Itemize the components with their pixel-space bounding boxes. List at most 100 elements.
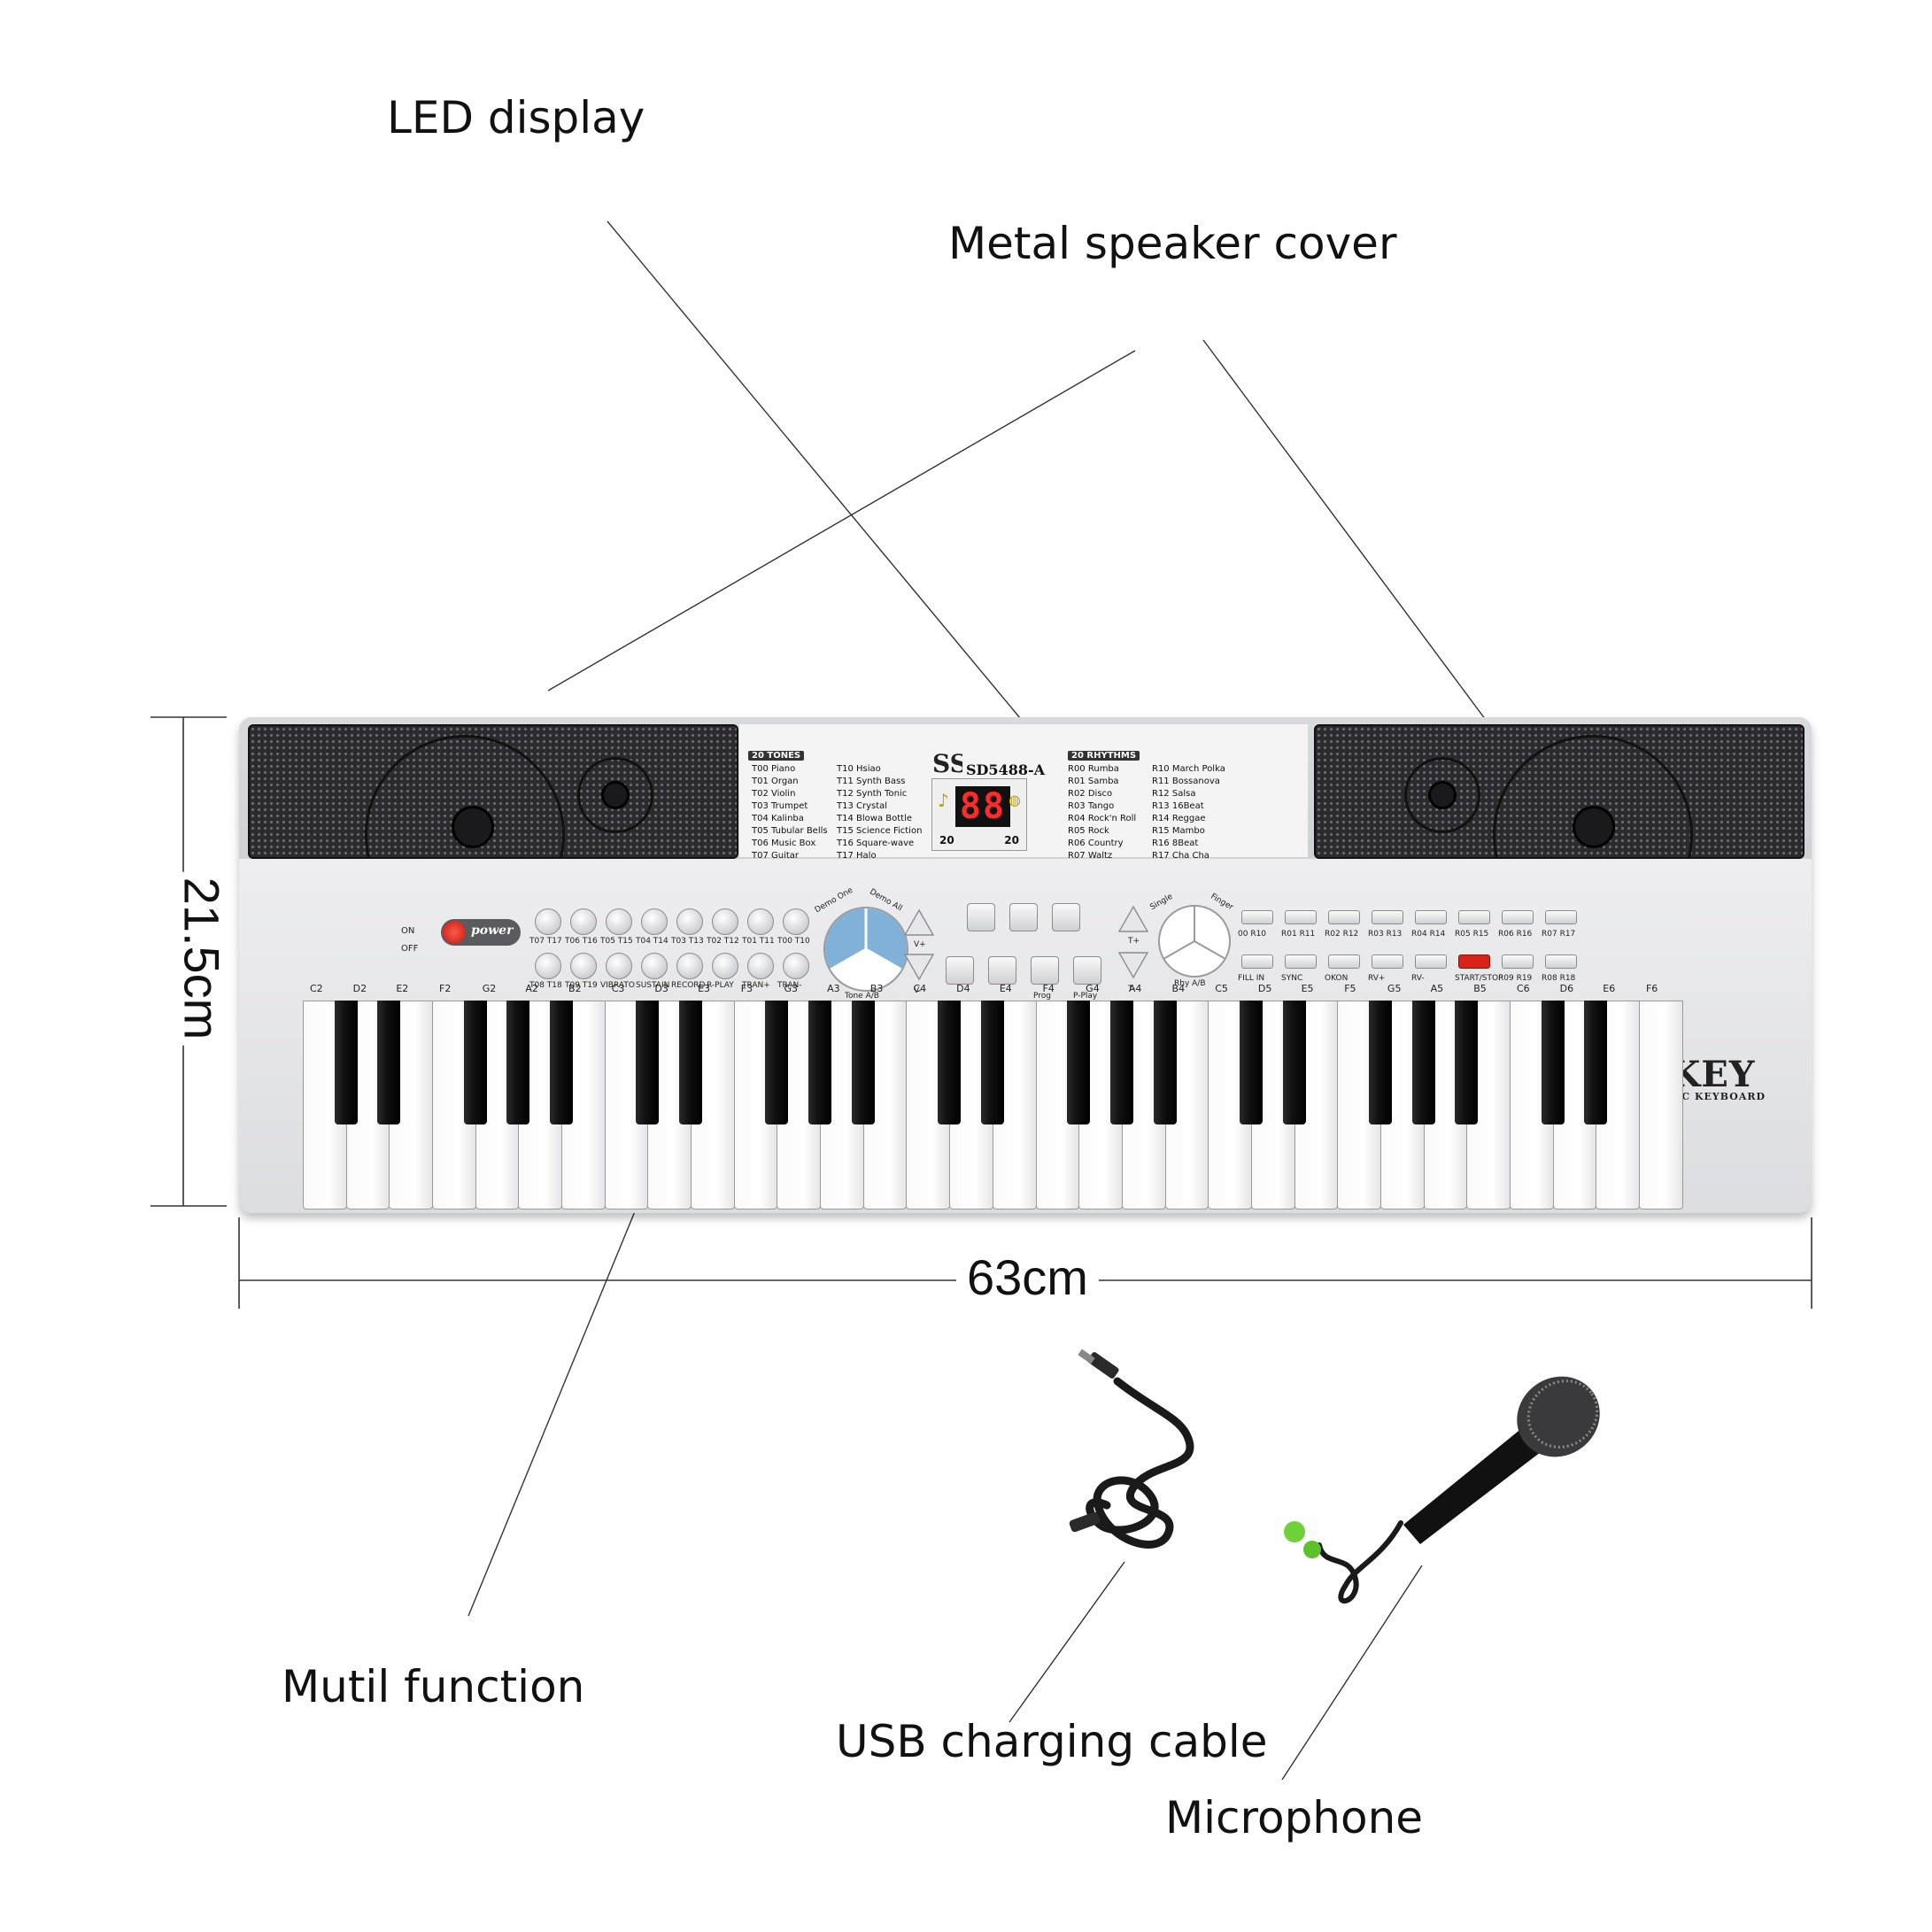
v-plus-label: V+	[914, 940, 926, 949]
demo-tone-wheel[interactable]	[823, 907, 908, 992]
rhythm-button-1-6[interactable]	[1502, 910, 1534, 924]
black-key[interactable]	[636, 1001, 660, 1124]
p-play-button[interactable]	[1073, 956, 1101, 985]
tone-button-1-6[interactable]	[747, 908, 774, 935]
rhythm-button-1-3[interactable]	[1372, 910, 1403, 924]
rhythm-button-2-0[interactable]	[1241, 954, 1273, 969]
tone-button-label: R-PLAY	[707, 981, 734, 990]
white-key[interactable]	[1638, 1001, 1683, 1209]
rhythm-button-2-4[interactable]	[1415, 954, 1447, 969]
black-key[interactable]	[1153, 1001, 1177, 1124]
black-key[interactable]	[980, 1001, 1004, 1124]
animal-sound-button-5[interactable]	[988, 956, 1016, 985]
black-key[interactable]	[1411, 1001, 1435, 1124]
rhythm-button-label: RV+	[1368, 974, 1386, 983]
rhythm-button-2-2[interactable]	[1328, 954, 1360, 969]
animal-sound-button-2[interactable]	[1009, 903, 1038, 931]
tone-button-2-1[interactable]	[570, 953, 597, 979]
chord-rhythm-wheel[interactable]	[1158, 905, 1231, 978]
cable-coil	[1086, 1377, 1194, 1549]
black-key[interactable]	[463, 1001, 487, 1124]
prog-button[interactable]	[1031, 956, 1059, 985]
tone-button-2-5[interactable]	[712, 953, 738, 979]
animal-sound-button-1[interactable]	[967, 903, 995, 931]
tone-item: T16 Square-wave	[837, 838, 915, 848]
rhythm-button-2-6[interactable]	[1502, 954, 1534, 969]
tone-button-1-2[interactable]	[606, 908, 632, 935]
display-rhythm-count: 20	[1004, 834, 1019, 846]
tone-button-2-3[interactable]	[641, 953, 668, 979]
rhythm-button-1-2[interactable]	[1328, 910, 1360, 924]
power-switch[interactable]: power	[441, 919, 521, 946]
black-key[interactable]	[1541, 1001, 1565, 1124]
note-label: F2	[439, 983, 452, 994]
left-speaker-grille	[248, 724, 738, 859]
black-key[interactable]	[1282, 1001, 1306, 1124]
black-key[interactable]	[765, 1001, 789, 1124]
animal-sound-button-3[interactable]	[1052, 903, 1080, 931]
tone-item: T04 Kalinba	[752, 814, 804, 823]
black-key[interactable]	[1368, 1001, 1392, 1124]
rhythm-item: R16 8Beat	[1152, 838, 1199, 848]
black-key[interactable]	[851, 1001, 875, 1124]
tone-button-1-5[interactable]	[712, 908, 738, 935]
volume-down-button[interactable]	[903, 953, 935, 981]
black-key[interactable]	[938, 1001, 962, 1124]
animal-sound-button-4[interactable]	[946, 956, 974, 985]
tone-button-1-7[interactable]	[783, 908, 809, 935]
black-key[interactable]	[1239, 1001, 1263, 1124]
tone-button-2-6[interactable]	[747, 953, 774, 979]
tones-header: 20 TONES	[748, 751, 805, 761]
note-label: A3	[827, 983, 840, 994]
rhythm-button-label: R04 R14	[1411, 930, 1446, 939]
tempo-down-button[interactable]	[1117, 951, 1149, 979]
note-label: E6	[1603, 983, 1616, 994]
prog-label: Prog	[1033, 992, 1051, 1001]
display-tone-count: 20	[939, 834, 954, 846]
tone-button-2-2[interactable]	[606, 953, 632, 979]
tone-button-2-0[interactable]	[535, 953, 561, 979]
tempo-up-button[interactable]	[1117, 905, 1149, 933]
tone-button-1-4[interactable]	[676, 908, 703, 935]
tone-button-1-0[interactable]	[535, 908, 561, 935]
rhythm-button-2-1[interactable]	[1285, 954, 1317, 969]
black-key[interactable]	[1455, 1001, 1479, 1124]
rhythm-item: R13 16Beat	[1152, 801, 1204, 811]
tone-item: T12 Synth Tonic	[837, 789, 908, 799]
tone-button-2-7[interactable]	[783, 953, 809, 979]
rhythm-button-1-7[interactable]	[1545, 910, 1577, 924]
rhythm-item: R11 Bossanova	[1152, 777, 1220, 786]
tone-button-2-4[interactable]	[676, 953, 703, 979]
tone-button-1-1[interactable]	[570, 908, 597, 935]
rhythm-button-2-7[interactable]	[1545, 954, 1577, 969]
rhythm-button-1-1[interactable]	[1285, 910, 1317, 924]
note-label: C4	[913, 983, 927, 994]
black-key[interactable]	[1584, 1001, 1608, 1124]
black-key[interactable]	[679, 1001, 703, 1124]
rhythm-button-label: SYNC	[1281, 974, 1303, 983]
black-key[interactable]	[377, 1001, 401, 1124]
volume-up-button[interactable]	[903, 908, 935, 937]
tone-button-1-3[interactable]	[641, 908, 668, 935]
black-key[interactable]	[1109, 1001, 1133, 1124]
black-key[interactable]	[506, 1001, 530, 1124]
black-key[interactable]	[550, 1001, 574, 1124]
rhythm-item: R14 Reggae	[1152, 814, 1206, 823]
start-stop-button[interactable]	[1458, 954, 1490, 969]
black-key[interactable]	[1067, 1001, 1091, 1124]
rhythm-button-2-3[interactable]	[1372, 954, 1403, 969]
width-dimension-label: 63cm	[956, 1248, 1099, 1306]
note-label: C3	[611, 983, 625, 994]
black-key[interactable]	[808, 1001, 832, 1124]
note-label: F3	[740, 983, 753, 994]
rhythm-button-1-5[interactable]	[1458, 910, 1490, 924]
t-minus-label: T-	[1128, 985, 1135, 993]
note-label: E5	[1301, 983, 1314, 994]
v-minus-label: V-	[914, 986, 922, 995]
black-key[interactable]	[334, 1001, 358, 1124]
tone-button-label: TRAN-	[777, 981, 802, 990]
rhythm-button-1-4[interactable]	[1415, 910, 1447, 924]
rhythm-button-1-0[interactable]	[1241, 910, 1273, 924]
